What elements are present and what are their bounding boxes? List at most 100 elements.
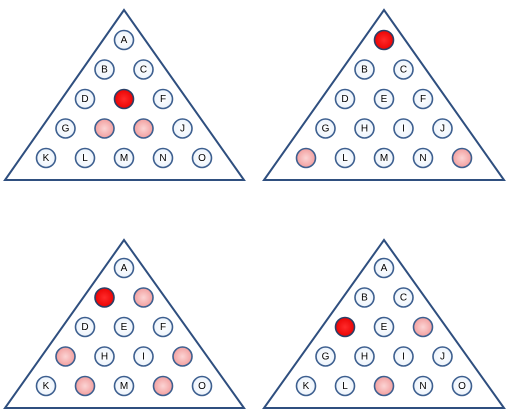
peg-label: N [419, 381, 426, 392]
peg-hole [393, 346, 414, 367]
peg-hole [152, 147, 174, 169]
peg-label: M [120, 381, 128, 392]
peg-k [295, 147, 317, 169]
peg-n: N [412, 147, 434, 169]
peg-hole [191, 375, 213, 397]
peg-h: H [354, 118, 375, 139]
peg-f: F [412, 88, 434, 110]
peg-label: E [381, 322, 388, 333]
removed-peg [133, 118, 154, 139]
peg-hole [94, 346, 115, 367]
peg-label: O [198, 381, 206, 392]
peg-label: H [361, 124, 368, 135]
peg-label: J [180, 124, 185, 135]
peg-label: M [380, 153, 388, 164]
removed-peg [55, 346, 76, 367]
peg-label: F [420, 94, 426, 105]
peg-i: I [393, 118, 414, 139]
peg-m [373, 375, 395, 397]
peg-m: M [113, 375, 135, 397]
removed-peg [373, 375, 395, 397]
peg-label: D [81, 94, 88, 105]
peg-o: O [191, 147, 213, 169]
peg-j: J [432, 118, 453, 139]
peg-hole [55, 118, 76, 139]
peg-hole [432, 118, 453, 139]
peg-label: I [402, 124, 405, 135]
peg-g: G [315, 118, 336, 139]
peg-label: J [440, 124, 445, 135]
peg-e: E [113, 316, 135, 338]
peg-f: F [152, 316, 174, 338]
peg-hole [354, 118, 375, 139]
removed-peg [74, 375, 96, 397]
peg-label: C [140, 65, 147, 76]
peg-hole [295, 375, 317, 397]
peg-label: K [303, 381, 310, 392]
peg-o: O [191, 375, 213, 397]
peg-k: K [295, 375, 317, 397]
peg-i: I [133, 346, 154, 367]
removed-peg [412, 316, 434, 338]
peg-label: C [400, 293, 407, 304]
peg-l: L [74, 147, 96, 169]
peg-hole [172, 118, 193, 139]
peg-label: N [159, 153, 166, 164]
peg-a: A [113, 257, 135, 279]
peg-label: F [160, 94, 166, 105]
peg-n: N [412, 375, 434, 397]
peg-i: I [393, 346, 414, 367]
peg-b [94, 287, 115, 308]
peg-g: G [55, 118, 76, 139]
peg-hole [354, 59, 375, 80]
peg-hole [334, 88, 356, 110]
peg-hole [373, 257, 395, 279]
removed-peg [172, 346, 193, 367]
peg-n: N [152, 147, 174, 169]
peg-label: E [121, 322, 128, 333]
peg-hole [94, 59, 115, 80]
peg-c: C [133, 59, 154, 80]
peg-hole [152, 88, 174, 110]
peg-hole [412, 375, 434, 397]
peg-hole [113, 375, 135, 397]
removed-peg [94, 118, 115, 139]
peg-f: F [152, 88, 174, 110]
peg-b: B [354, 287, 375, 308]
peg-label: B [101, 65, 108, 76]
peg-hole [334, 147, 356, 169]
peg-label: H [101, 352, 108, 363]
peg-hole [393, 118, 414, 139]
peg-hole [315, 118, 336, 139]
jumping-peg [334, 316, 356, 338]
peg-hole [354, 287, 375, 308]
peg-hole [412, 88, 434, 110]
peg-hole [354, 346, 375, 367]
peg-label: K [43, 381, 50, 392]
jumping-peg [94, 287, 115, 308]
peg-label: J [440, 352, 445, 363]
peg-hole [334, 375, 356, 397]
peg-k: K [35, 375, 57, 397]
peg-j: J [432, 346, 453, 367]
peg-label: A [121, 35, 128, 46]
peg-label: K [43, 153, 50, 164]
peg-hole [113, 147, 135, 169]
peg-d: D [74, 88, 96, 110]
peg-l [74, 375, 96, 397]
peg-j [172, 346, 193, 367]
peg-h: H [354, 346, 375, 367]
peg-g: G [315, 346, 336, 367]
peg-label: B [361, 293, 368, 304]
peg-f [412, 316, 434, 338]
peg-b: B [94, 59, 115, 80]
peg-hole [373, 88, 395, 110]
jumping-peg [113, 88, 135, 110]
peg-label: N [419, 153, 426, 164]
peg-hole [113, 29, 135, 51]
peg-i [133, 118, 154, 139]
